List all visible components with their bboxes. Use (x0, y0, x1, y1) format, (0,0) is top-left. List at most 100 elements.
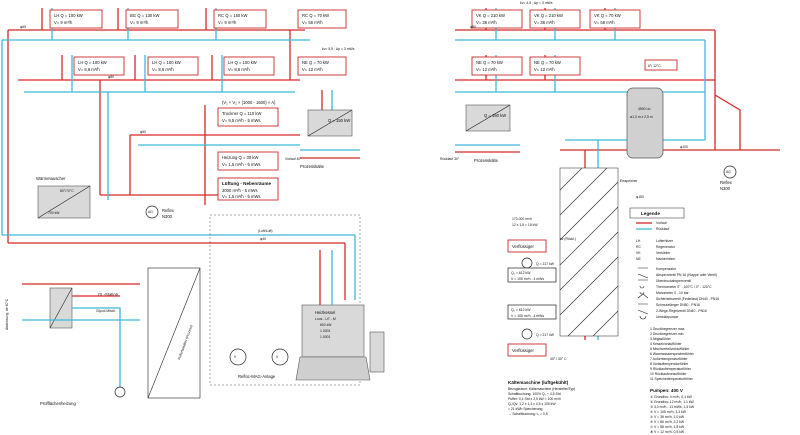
consumer-flow: V= 12 m³/h (534, 67, 555, 72)
temp-marker: Vorlauf 40° (285, 157, 302, 161)
pipe-size: φ80 (470, 25, 476, 29)
consumer-label: VK Q = 210 kW (534, 13, 563, 18)
note-line: = 21 kWh Speicherung (508, 407, 543, 411)
expansion-label: Reflex (162, 208, 175, 213)
consumer-label: VK Q = 210 kW (476, 13, 505, 18)
legend-number: 1 Druckbegrenzer max. (650, 327, 685, 331)
consumer-flow: V= 36 m³/h (534, 20, 555, 25)
boiler-line: Loos - UT - M (315, 317, 336, 321)
flow-label: 170.000 m³/h (512, 217, 532, 221)
consumer-box-center-top: RC Q = 70 kW V= 56 m³/h (297, 9, 347, 29)
hx-temp: 80°/70°C (60, 189, 74, 193)
abbrev-value: Lufterhitzer (656, 239, 674, 243)
fan-icon (521, 328, 533, 340)
tank-volume: 4500 Ltr. (638, 107, 651, 111)
left-supply-pipes (7, 8, 346, 300)
info-box-dryer: Trockner Q = 110 kW V= 9,5 m³/h - 5 mWs (217, 107, 279, 127)
info-line: 3000 m³/h - 5 mWs (222, 188, 258, 193)
legend-symbol: Kompensator (656, 267, 677, 271)
pump-line: ⑧ V = 12 m³/h, 0,5 kW (650, 430, 685, 434)
pump-line: ③ 3,0 m³/h - 11 mWs, 1,5 kW (650, 405, 695, 409)
expansion-vessel-right: AG Reflex N300 (720, 165, 737, 191)
ice-store: Eisspeicher φ150 (559, 167, 644, 337)
flow-label: (Luft/Luft) (258, 229, 273, 233)
info-box-heating: Heizung Q = 30 kW V= 1,5 m³/h - 5 mWs (217, 151, 279, 171)
vertical-label: Abdeckung, de 40°C (5, 298, 9, 330)
ice-store-label: Eisspeicher (620, 179, 638, 183)
legend-symbol: Absperrventil PN 16 (Klappe oder Ventil) (656, 273, 717, 277)
consumer-flow: V= 12 m³/h (302, 67, 323, 72)
pipe-size: φ100 (680, 145, 688, 149)
legend-number: 4 Kesselvorlauffühler (650, 342, 682, 346)
consumer-flow: V= 56 m³/h (302, 20, 323, 25)
legend-number: 9 Rücklauftemperaturfühler (650, 367, 692, 371)
consumer-box-r3: VK Q = 70 kW V= 58 m³/h (589, 9, 641, 29)
consumer-label: RC Q = 150 kW (218, 13, 247, 18)
tank-temp: 6°/ 12°C (648, 64, 661, 68)
hx-label: Wärmetauscher (36, 176, 66, 181)
note-title: Kältemaschine (luftgekühlt) (508, 380, 569, 385)
pump-line: ⑤ V = 36 m³/h, 1,0 kW (650, 415, 685, 419)
boiler-line: 600 kW (320, 323, 332, 327)
process-cooler-right: Q = 150 kW Prozesskälte (455, 104, 520, 163)
flow-label: kv (Rückl.) (560, 237, 576, 241)
bottom-notes: Kältemaschine (luftgekühlt) Bezugsraum: … (508, 380, 575, 416)
expansion-vessel-left: AG Reflex N300 (145, 205, 175, 219)
legend-title: Legende (641, 211, 660, 216)
condenser-q: Q = 217 kW (536, 333, 555, 337)
pipe-size: φ65 (20, 25, 26, 29)
legend-symbol: Umwälzpumpe (656, 315, 679, 319)
pipe-size: φ150 (636, 195, 644, 199)
legend-symbol: Manometer 0 - 10 bar (656, 291, 689, 295)
pump-line: ④ V = 105 m³/h, 3,4 kW (650, 410, 687, 414)
legend-symbol: Überdruckabsperrventil (656, 279, 691, 283)
compressor-q: Q₀ = 612 kW (511, 308, 531, 312)
storage-tank: 4500 Ltr. ø1,3 m x 2,5 m 6°/ 12°C (626, 59, 678, 159)
info-line: V= 1,5 m³/h - 5 mWs (222, 162, 261, 167)
gl-station: GL-Station Glycol Misch. Prüfflächenheiz… (5, 283, 140, 406)
plant-label: Refloc-MAG-Anlage (238, 374, 276, 379)
process-cooler-center: Q = 150 kW Prozesskälte (300, 109, 360, 169)
legend-number: 8 Vorlauftemperaturfühler (650, 362, 689, 366)
consumer-flow: V= 36 m³/h (476, 20, 497, 25)
boiler-plant: Heizkessel Loos - UT - M 600 kW 1.0001 1… (209, 214, 385, 386)
expansion-label: N300 (162, 214, 173, 219)
temp-note: 40° / 30° C (550, 357, 567, 361)
dimension-label: kv= 4,5 ; Δp = 3 mWs (520, 1, 553, 5)
compressor-row-1: Q₀ = 612 kW V = 105 m³/h - 4 mWs (507, 267, 557, 283)
ag-icon: AG (148, 210, 153, 214)
vessel-icon: V (234, 355, 237, 359)
consumer-flow: V= 8,6 m³/h (152, 67, 174, 72)
buffer-box: Pufferbehälter (Prozess) (147, 267, 201, 399)
tank-size: ø1,3 m x 2,5 m (630, 115, 653, 119)
fan-icon (521, 257, 533, 269)
consumer-label: BG Q = 130 kW (130, 13, 159, 18)
abbrev-key: RC (636, 245, 641, 249)
consumer-flow: V= 58 m³/h (594, 20, 615, 25)
compressor-v: V = 105 m³/h - 4 mWs (511, 314, 544, 318)
consumer-box-center-mid: NE Q = 70 kW V= 12 m³/h (297, 56, 347, 76)
bottom-left-label: Prüfflächenheizung (40, 401, 76, 406)
legend-number: 5 Mischverteilvorlauffühler (650, 347, 690, 351)
pipe-size: φ80 (108, 75, 114, 79)
flow-label: 12 x 1,5 = 18 kW (512, 223, 538, 227)
compressor-v: V = 105 m³/h - 4 mWs (511, 277, 544, 281)
legend-number: 2 Druckbegrenzer min. (650, 332, 684, 336)
note-line: Bezugsraum: Kältemaschine (Hersteller/Ty… (508, 387, 575, 391)
boiler-line: 1.0001 (320, 329, 330, 333)
station-label: GL-Station (98, 292, 119, 297)
consumer-box-6: LH Q = 100 kW V= 8,6 m³/h (223, 56, 275, 76)
condenser-q: Q = 217 kW (536, 262, 555, 266)
legend-number: 10 Rücklaufvorlauffühler (650, 372, 687, 376)
info-line: Trockner Q = 110 kW (222, 111, 261, 116)
consumer-flow: V= 9 m³/h (218, 20, 237, 25)
legend-symbol: 2-Wege-Regelventil DN40 - PN16 (656, 309, 707, 313)
consumer-box-r1: VK Q = 210 kW V= 36 m³/h (471, 9, 523, 29)
left-return-pipes (1, 8, 356, 300)
info-box-ventilation: Lüftung - Nebenräume 3000 m³/h - 5 mWs V… (217, 177, 279, 201)
consumer-flow: V= 9 m³/h (130, 20, 149, 25)
consumer-box-3: RC Q = 150 kW V= 9 m³/h (213, 9, 267, 29)
consumer-flow: V= 9 m³/h (54, 20, 73, 25)
